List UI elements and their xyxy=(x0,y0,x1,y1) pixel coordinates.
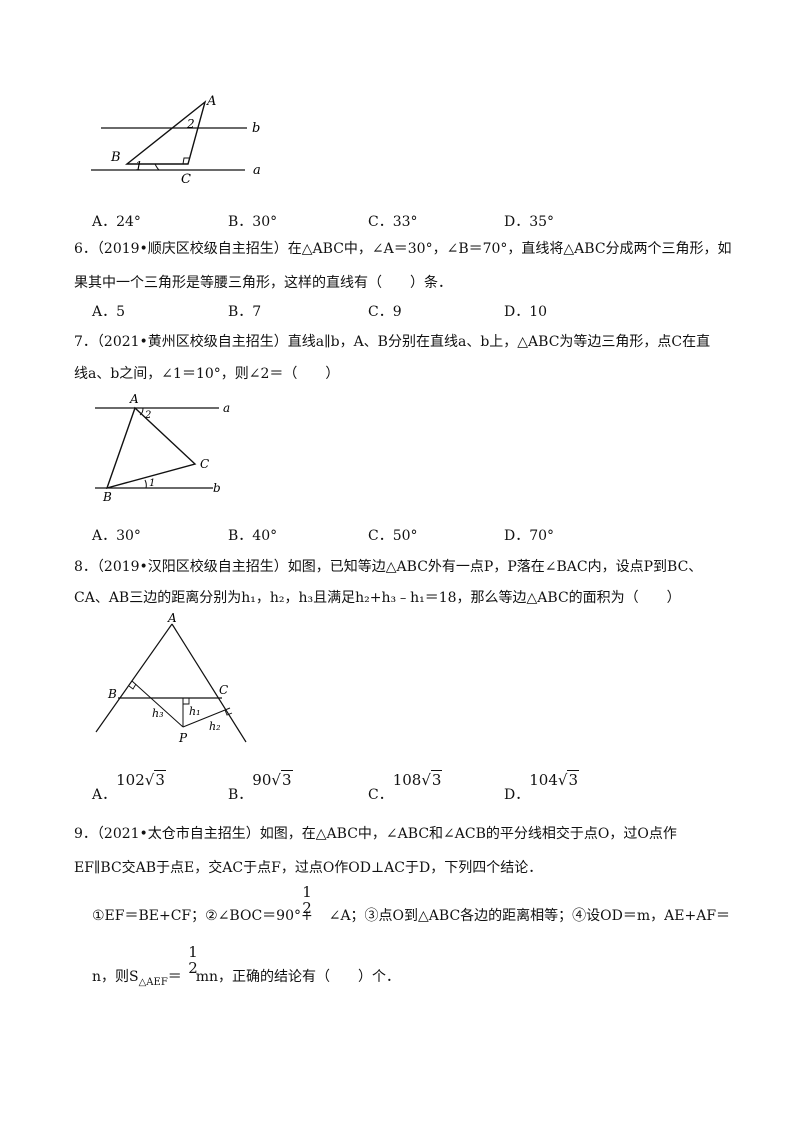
label-C: C xyxy=(181,172,191,187)
q9-line4-part-b: ＝ xyxy=(167,969,182,985)
fraction-one-half-1: 1 2 xyxy=(300,884,314,916)
label-P: P xyxy=(178,731,188,745)
side-ac-extended xyxy=(171,623,247,743)
q7-option-d[interactable]: D．70° xyxy=(504,528,555,544)
q9-line4-part-c: mn，正确的结论有（ ）个． xyxy=(195,969,401,985)
fraction-numerator: 1 xyxy=(302,883,312,901)
q5-option-d[interactable]: D．35° xyxy=(504,214,555,230)
label-A: A xyxy=(167,612,177,625)
label-angle-1: 1 xyxy=(149,478,155,489)
perp-h3 xyxy=(131,680,184,728)
side-ab-extended xyxy=(95,623,173,733)
right-angle-h1 xyxy=(183,698,190,705)
angle-1-arc xyxy=(154,163,160,171)
option-value: 102√3 xyxy=(116,770,166,789)
q7-option-a[interactable]: A．30° xyxy=(92,528,141,544)
q9-line3-part-b: ∠A；③点O到△ABC各边的距离相等；④设OD＝m，AE+AF＝ xyxy=(328,908,731,924)
option-value: 104√3 xyxy=(529,770,579,789)
triangle-abc xyxy=(124,100,207,165)
label-angle-2: 2 xyxy=(144,410,151,421)
q8-option-a[interactable]: A．102√3 xyxy=(92,770,166,803)
option-letter: C． xyxy=(368,787,393,803)
label-a: a xyxy=(223,401,230,415)
q7-option-b[interactable]: B．40° xyxy=(228,528,278,544)
fraction-denominator: 2 xyxy=(188,959,198,977)
label-C: C xyxy=(200,457,209,471)
label-b: b xyxy=(252,121,260,136)
q9-text-line-3: ①EF＝BE+CF；②∠BOC＝90°+ ∠A；③点O到△ABC各边的距离相等；④… xyxy=(92,905,730,925)
label-h2: h₂ xyxy=(209,720,221,733)
angle-2-arc xyxy=(139,407,144,416)
q9-text-line-4: n，则S△AEF＝ mn，正确的结论有（ ）个． xyxy=(92,966,400,988)
figure-triangle-parallel-lines-1: A B C a b 1 2 xyxy=(91,94,261,187)
fraction-numerator: 1 xyxy=(188,943,198,961)
q6-option-a[interactable]: A．5 xyxy=(92,304,126,320)
q7-text-line-1: 7．（2021•黄州区校级自主招生）直线a∥b，A、B分别在直线a、b上，△AB… xyxy=(74,334,711,350)
label-B: B xyxy=(107,687,117,701)
label-A: A xyxy=(206,94,216,109)
label-h3: h₃ xyxy=(152,707,164,720)
label-A: A xyxy=(129,392,139,406)
q8-option-b[interactable]: B．90√3 xyxy=(228,770,293,803)
option-letter: A． xyxy=(92,787,117,803)
q5-option-b[interactable]: B．30° xyxy=(228,214,278,230)
triangle-abc xyxy=(105,406,197,490)
fraction-one-half-2: 1 2 xyxy=(186,944,200,976)
q8-option-c[interactable]: C．108√3 xyxy=(368,770,443,803)
label-angle-1: 1 xyxy=(135,159,143,173)
option-value: 108√3 xyxy=(392,770,443,789)
q9-line3-part-a: ①EF＝BE+CF；②∠BOC＝90°+ xyxy=(92,908,313,924)
label-C: C xyxy=(219,683,228,697)
label-h1: h₁ xyxy=(189,705,201,718)
label-a: a xyxy=(253,163,261,178)
q8-text-line-2: CA、AB三边的距离分别为h₁，h₂，h₃且满足h₂+h₃﹣h₁＝18，那么等边… xyxy=(74,590,681,606)
option-letter: B． xyxy=(228,787,253,803)
perp-h2 xyxy=(182,707,231,728)
figure-equilateral-point-p: A B C P h₁ h₂ h₃ xyxy=(95,612,247,745)
q9-line4-part-a: n，则S xyxy=(92,969,139,985)
q8-option-d[interactable]: D．104√3 xyxy=(504,770,579,803)
right-angle-mark xyxy=(182,157,190,165)
figure-equilateral-between-lines: A B C a b 1 2 xyxy=(95,392,230,504)
q6-option-d[interactable]: D．10 xyxy=(504,304,548,320)
q8-text-line-1: 8．（2019•汉阳区校级自主招生）如图，已知等边△ABC外有一点P，P落在∠B… xyxy=(74,559,703,575)
label-angle-2: 2 xyxy=(186,117,195,131)
right-angle-h3 xyxy=(128,683,137,690)
fraction-denominator: 2 xyxy=(302,899,312,917)
q6-text-line-2: 果其中一个三角形是等腰三角形，这样的直线有（ ）条． xyxy=(74,275,452,291)
option-value: 90√3 xyxy=(252,770,293,789)
q6-option-c[interactable]: C．9 xyxy=(368,304,402,320)
right-angle-h2 xyxy=(224,709,233,716)
q6-text-line-1: 6．（2019•顺庆区校级自主招生）在△ABC中，∠A＝30°，∠B＝70°，直… xyxy=(74,241,732,257)
option-letter: D． xyxy=(504,787,530,803)
label-B: B xyxy=(102,490,112,504)
q5-option-c[interactable]: C．33° xyxy=(368,214,418,230)
q7-text-line-2: 线a、b之间，∠1＝10°，则∠2＝（ ） xyxy=(74,366,340,382)
q7-option-c[interactable]: C．50° xyxy=(368,528,418,544)
label-b: b xyxy=(213,481,221,495)
q9-text-line-2: EF∥BC交AB于点E，交AC于点F，过点O作OD⊥AC于D，下列四个结论． xyxy=(74,860,543,876)
q9-text-line-1: 9．（2021•太仓市自主招生）如图，在△ABC中，∠ABC和∠ACB的平分线相… xyxy=(74,826,677,842)
q6-option-b[interactable]: B．7 xyxy=(228,304,262,320)
angle-1-arc xyxy=(144,479,147,489)
q9-line4-sub: △AEF xyxy=(138,976,168,988)
q5-option-a[interactable]: A．24° xyxy=(92,214,141,230)
label-B: B xyxy=(110,150,121,165)
